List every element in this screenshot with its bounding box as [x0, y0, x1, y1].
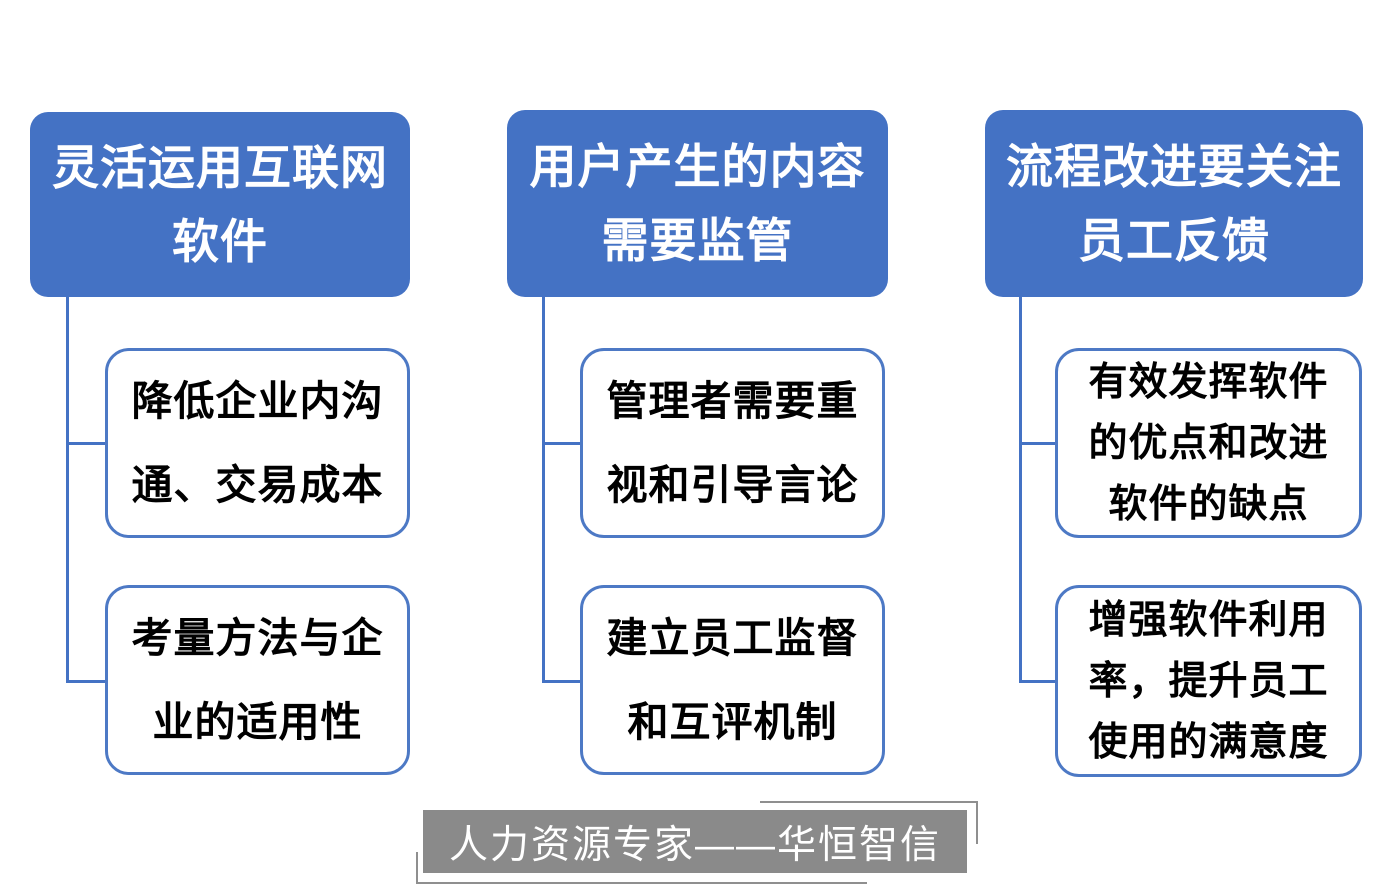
footer-corner-frame-top-right	[760, 801, 978, 844]
column2-header-box: 用户产生的内容 需要监管	[507, 110, 888, 297]
column3-child-box-2: 增强软件利用 率，提升员工 使用的满意度	[1055, 585, 1362, 777]
column2-child-box-1: 管理者需要重 视和引导言论	[580, 348, 885, 538]
column2-child-2-label: 建立员工监督 和互评机制	[606, 615, 859, 745]
column3-connector-branch-1	[1019, 442, 1056, 445]
column1-child-1-label: 降低企业内沟 通、交易成本	[131, 378, 384, 508]
column3-connector-branch-2	[1019, 680, 1056, 683]
footer-banner: 人力资源专家——华恒智信	[423, 810, 967, 873]
column2-connector-branch-1	[542, 442, 581, 445]
column3-child-2-label: 增强软件利用 率，提升员工 使用的满意度	[1088, 598, 1329, 764]
column2-child-1-label: 管理者需要重 视和引导言论	[606, 378, 859, 508]
column3-header-box: 流程改进要关注 员工反馈	[985, 110, 1363, 297]
column1-connector-vertical	[66, 297, 69, 683]
column1-child-box-1: 降低企业内沟 通、交易成本	[105, 348, 410, 538]
column1-child-2-label: 考量方法与企 业的适用性	[131, 615, 384, 745]
column1-header-label: 灵活运用互联网 软件	[52, 140, 388, 268]
column3-header-label: 流程改进要关注 员工反馈	[1006, 139, 1342, 267]
footer-banner-label: 人力资源专家——华恒智信	[448, 823, 941, 867]
column3-child-1-label: 有效发挥软件 的优点和改进 软件的缺点	[1088, 360, 1329, 526]
column2-header-label: 用户产生的内容 需要监管	[529, 139, 866, 267]
column1-header-box: 灵活运用互联网 软件	[30, 112, 410, 297]
column3-child-box-1: 有效发挥软件 的优点和改进 软件的缺点	[1055, 348, 1362, 538]
column1-connector-branch-2	[66, 680, 106, 683]
column1-connector-branch-1	[66, 442, 106, 445]
column1-child-box-2: 考量方法与企 业的适用性	[105, 585, 410, 775]
footer-corner-frame-bottom-left	[416, 852, 867, 884]
column2-connector-vertical	[542, 297, 545, 683]
column2-connector-branch-2	[542, 680, 581, 683]
column3-connector-vertical	[1019, 297, 1022, 683]
column2-child-box-2: 建立员工监督 和互评机制	[580, 585, 885, 775]
